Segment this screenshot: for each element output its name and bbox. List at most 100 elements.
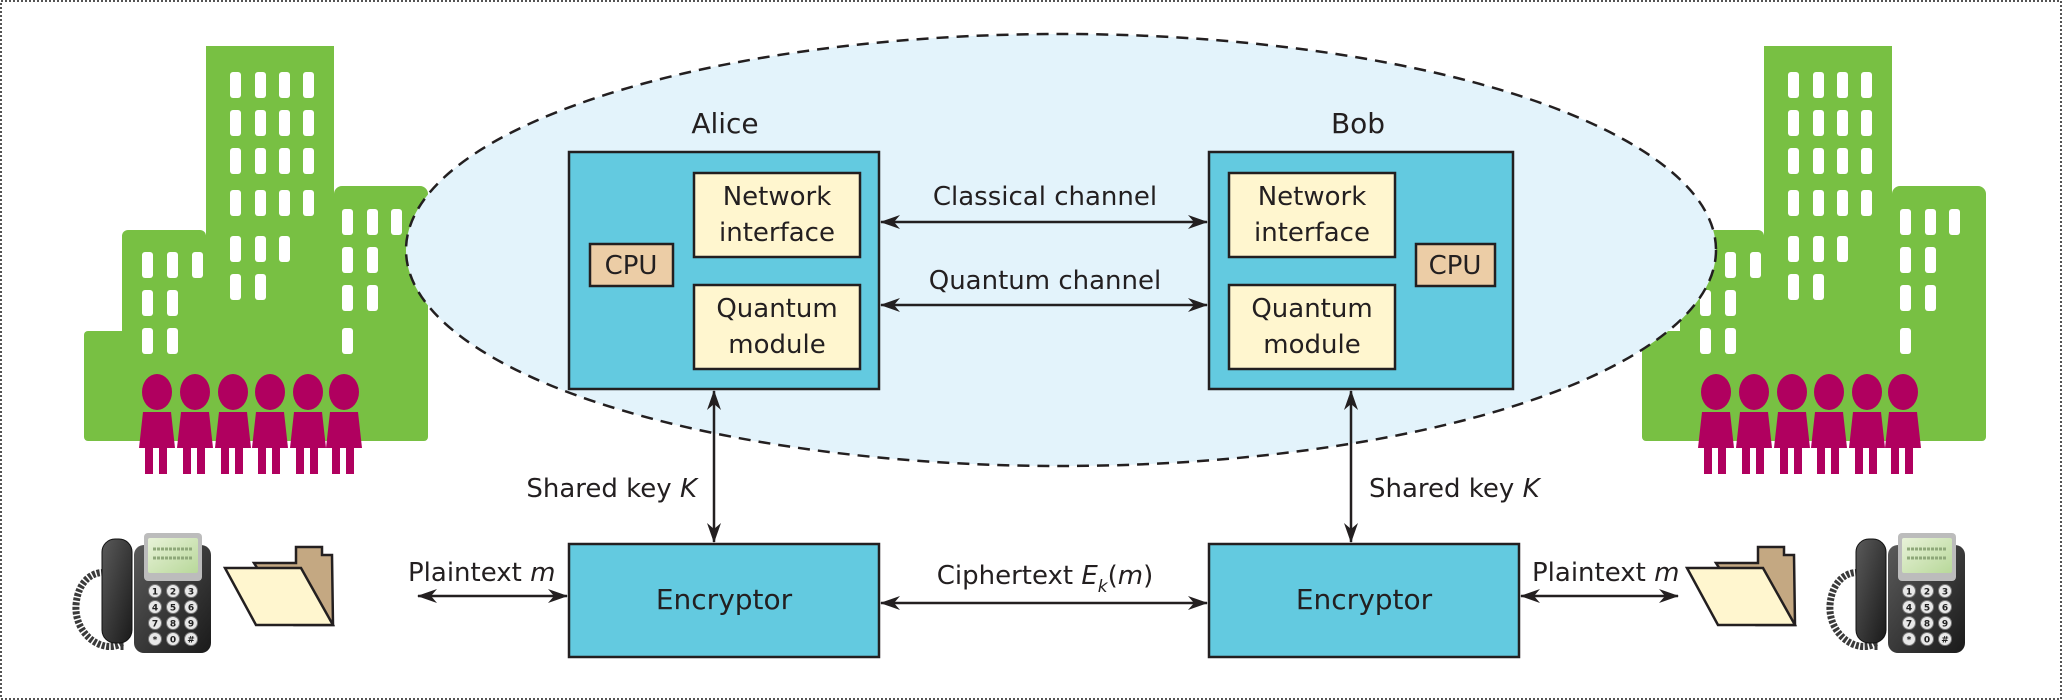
- phone-key-label: 2: [170, 588, 176, 598]
- person-figure: [1885, 374, 1921, 474]
- alice-cpu: [588, 242, 675, 288]
- window: [167, 252, 178, 278]
- phone-key-label: 4: [152, 604, 158, 614]
- window: [342, 285, 353, 311]
- window: [230, 72, 241, 98]
- phone-key: [1902, 616, 1916, 630]
- people-left-icon: [139, 374, 362, 474]
- phone-key-label: 9: [188, 620, 194, 630]
- phone-key: [148, 632, 162, 646]
- window: [342, 247, 353, 273]
- bob-quantum-module: [1227, 283, 1397, 371]
- person-figure: [1849, 374, 1885, 474]
- window: [303, 190, 314, 216]
- phone-key-label: 6: [188, 604, 194, 614]
- bob-network-interface-line1: Network: [1258, 182, 1367, 212]
- person-figure: [215, 374, 251, 474]
- phone-key: [148, 600, 162, 614]
- window: [367, 247, 378, 273]
- phone-key-label: #: [187, 636, 195, 646]
- window: [1837, 110, 1848, 136]
- window: [303, 72, 314, 98]
- phone-key-label: 5: [1924, 604, 1930, 614]
- phone-key-label: 3: [188, 588, 194, 598]
- person-figure: [1736, 374, 1772, 474]
- phone-key-label: 6: [1942, 604, 1948, 614]
- phone-key: [166, 632, 180, 646]
- person-figure: [1811, 374, 1847, 474]
- window: [230, 190, 241, 216]
- window: [1788, 236, 1799, 262]
- window: [142, 328, 153, 354]
- window: [1837, 148, 1848, 174]
- encryptor-left: [567, 542, 881, 659]
- phone-key: [1920, 600, 1934, 614]
- phone-key: [1902, 584, 1916, 598]
- window: [1788, 110, 1799, 136]
- phone-key-label: 0: [170, 636, 176, 646]
- phone-key: [1938, 616, 1952, 630]
- window: [1813, 148, 1824, 174]
- shared-key-left-label: Shared key K: [526, 474, 699, 504]
- window: [279, 236, 290, 262]
- phone-key-label: 3: [1942, 588, 1948, 598]
- window: [1861, 148, 1872, 174]
- phone-key-label: 1: [1906, 588, 1912, 598]
- person-figure: [1698, 374, 1734, 474]
- person-figure: [177, 374, 213, 474]
- window: [142, 252, 153, 278]
- window: [1900, 209, 1911, 235]
- alice-cpu-label: CPU: [605, 251, 658, 281]
- phone-key: [166, 600, 180, 614]
- phone-key: [1902, 632, 1916, 646]
- phone-key: [166, 616, 180, 630]
- window: [1813, 274, 1824, 300]
- bob-network-interface-line2: interface: [1254, 218, 1370, 248]
- window: [1949, 209, 1960, 235]
- encryptor-right-label: Encryptor: [1296, 583, 1433, 616]
- window: [255, 236, 266, 262]
- folder-right-icon: [1684, 545, 1798, 627]
- plaintext-left-label: Plaintext m: [408, 558, 555, 588]
- window: [230, 110, 241, 136]
- phone-key-label: *: [1907, 636, 1912, 646]
- phone-key-label: 9: [1942, 620, 1948, 630]
- window: [192, 252, 203, 278]
- window: [1813, 72, 1824, 98]
- phone-key: [1938, 632, 1952, 646]
- phone-key: [184, 616, 198, 630]
- window: [1700, 328, 1711, 354]
- building-left-icon: [84, 46, 428, 441]
- window: [255, 110, 266, 136]
- person-figure: [252, 374, 288, 474]
- window: [1861, 190, 1872, 216]
- window: [1813, 110, 1824, 136]
- window: [303, 148, 314, 174]
- window: [1725, 290, 1736, 316]
- phone-key: [1902, 600, 1916, 614]
- person-figure: [1774, 374, 1810, 474]
- phone-key-label: 8: [1924, 620, 1930, 630]
- people-right-icon: [1698, 374, 1921, 474]
- window: [391, 209, 402, 235]
- window: [279, 72, 290, 98]
- phone-key-label: 7: [152, 620, 158, 630]
- phone-key-label: 1: [152, 588, 158, 598]
- window: [1925, 209, 1936, 235]
- alice-quantum-module-line1: Quantum: [716, 294, 837, 324]
- window: [1788, 72, 1799, 98]
- phone-key-label: #: [1941, 636, 1949, 646]
- alice-label: Alice: [691, 107, 758, 140]
- alice-network-interface-line1: Network: [723, 182, 832, 212]
- alice-quantum-module: [692, 283, 862, 371]
- shared-key-right-label: Shared key K: [1369, 474, 1542, 504]
- window: [1925, 285, 1936, 311]
- window: [230, 236, 241, 262]
- window: [1925, 247, 1936, 273]
- window: [230, 148, 241, 174]
- bob-network-interface: [1227, 171, 1397, 259]
- window: [167, 290, 178, 316]
